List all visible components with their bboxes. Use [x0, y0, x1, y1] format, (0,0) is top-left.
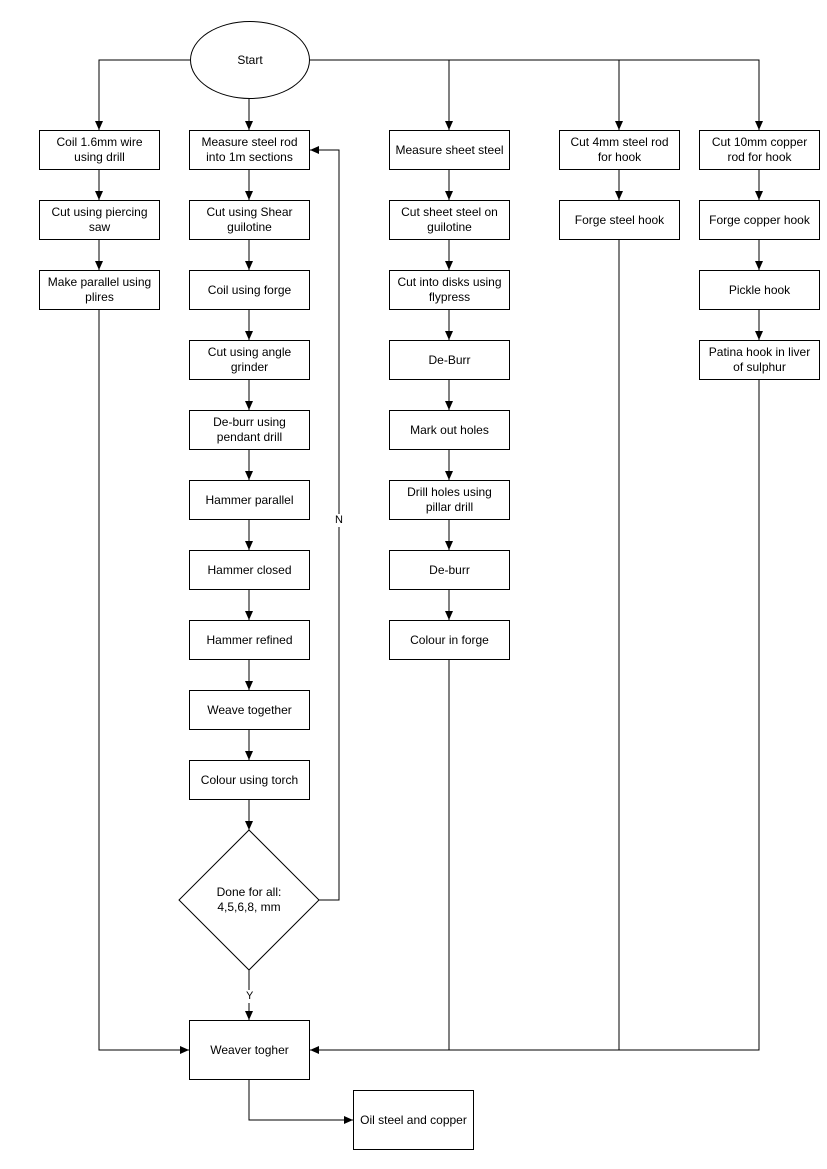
step-mark-holes: Mark out holes	[389, 410, 510, 450]
edge-c5-to-weave	[310, 380, 760, 1054]
step-label: Oil steel and copper	[360, 1112, 467, 1127]
step-forge-steel-hook: Forge steel hook	[559, 200, 680, 240]
step-label: Hammer closed	[207, 562, 292, 577]
step-patina-hook: Patina hook in liver of sulphur	[699, 340, 820, 380]
step-label: Weave together	[207, 702, 292, 717]
step-oil-steel-copper: Oil steel and copper	[353, 1090, 474, 1150]
step-label: Drill holes using pillar drill	[407, 485, 492, 514]
step-label: Cut 4mm steel rod for hook	[570, 135, 669, 164]
step-hammer-closed: Hammer closed	[189, 550, 310, 590]
decision-no-label: N	[334, 514, 344, 527]
step-label: Cut 10mm copper rod for hook	[711, 135, 808, 164]
step-label: Patina hook in liver of sulphur	[708, 345, 811, 374]
step-cut-sheet: Cut sheet steel on guilotine	[389, 200, 510, 240]
step-label: Coil 1.6mm wire using drill	[56, 135, 143, 164]
step-label: Hammer parallel	[205, 492, 294, 507]
step-label: Weaver togher	[210, 1042, 289, 1057]
step-label: De-burr using pendant drill	[213, 415, 286, 444]
step-label: Hammer refined	[206, 632, 293, 647]
step-hammer-parallel: Hammer parallel	[189, 480, 310, 520]
step-label: Forge steel hook	[574, 212, 665, 227]
step-coil-forge: Coil using forge	[189, 270, 310, 310]
step-label: Colour in forge	[410, 632, 489, 647]
step-label: Mark out holes	[410, 422, 489, 437]
step-label: Make parallel using plires	[47, 275, 152, 304]
step-cut-shear: Cut using Shear guilotine	[189, 200, 310, 240]
step-label: De-Burr	[428, 352, 471, 367]
step-label: Forge copper hook	[709, 212, 810, 227]
step-hammer-refined: Hammer refined	[189, 620, 310, 660]
step-cut-disks: Cut into disks using flypress	[389, 270, 510, 310]
step-deburr-disks: De-burr	[389, 550, 510, 590]
step-label: Cut into disks using flypress	[397, 275, 502, 304]
step-pickle-hook: Pickle hook	[699, 270, 820, 310]
step-label: Coil using forge	[207, 282, 292, 297]
step-drill-holes: Drill holes using pillar drill	[389, 480, 510, 520]
step-cut-copper-rod: Cut 10mm copper rod for hook	[699, 130, 820, 170]
step-coil-wire: Coil 1.6mm wire using drill	[39, 130, 160, 170]
decision-diamond	[178, 829, 320, 971]
step-label: Colour using torch	[200, 772, 299, 787]
decision-label: Done for all: 4,5,6,8, mm	[216, 885, 282, 914]
edge-start-to-coil-wire	[95, 59, 190, 130]
step-label: Cut using Shear guilotine	[206, 205, 293, 234]
start-node: Start	[190, 21, 310, 99]
step-measure-sheet: Measure sheet steel	[389, 130, 510, 170]
step-label: Measure sheet steel	[395, 142, 504, 157]
step-make-parallel: Make parallel using plires	[39, 270, 160, 310]
step-label: Cut using angle grinder	[207, 345, 292, 374]
step-forge-copper-hook: Forge copper hook	[699, 200, 820, 240]
start-label: Start	[237, 52, 263, 67]
step-label: Cut sheet steel on guilotine	[401, 205, 498, 234]
step-label: Cut using piercing saw	[51, 205, 148, 234]
step-cut-steel-hook: Cut 4mm steel rod for hook	[559, 130, 680, 170]
edge-c1-to-weave	[98, 310, 189, 1054]
step-colour-torch: Colour using torch	[189, 760, 310, 800]
step-label: Measure steel rod into 1m sections	[201, 135, 298, 164]
edge-start-to-sheet	[310, 59, 760, 130]
step-weave-together: Weave together	[189, 690, 310, 730]
step-cut-piercing-saw: Cut using piercing saw	[39, 200, 160, 240]
step-label: De-burr	[429, 562, 470, 577]
step-deburr-sheet: De-Burr	[389, 340, 510, 380]
step-deburr-pendant: De-burr using pendant drill	[189, 410, 310, 450]
step-weaver-together: Weaver togher	[189, 1020, 310, 1080]
step-colour-forge: Colour in forge	[389, 620, 510, 660]
step-cut-angle-grinder: Cut using angle grinder	[189, 340, 310, 380]
step-label: Pickle hook	[728, 282, 791, 297]
decision-yes-label: Y	[245, 990, 255, 1003]
edge-weave-to-oil	[248, 1080, 353, 1124]
step-measure-steel-rod: Measure steel rod into 1m sections	[189, 130, 310, 170]
